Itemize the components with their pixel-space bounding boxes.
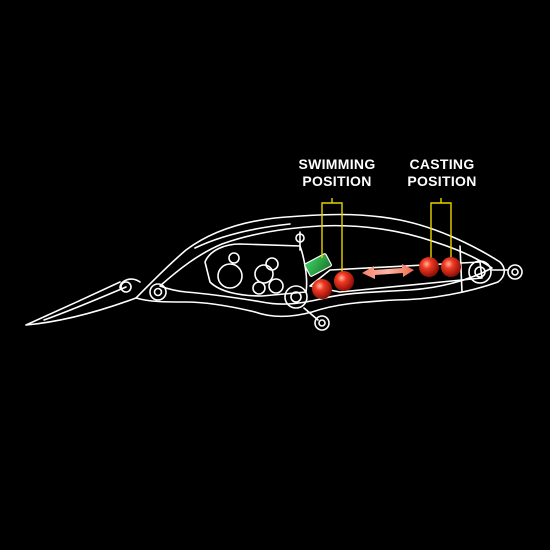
weight-track (309, 261, 483, 293)
diving-lip (25, 281, 137, 326)
weight-ball-cast-1 (419, 257, 439, 277)
swimming-label-line2: POSITION (302, 173, 372, 189)
swimming-label-line1: SWIMMING (298, 156, 376, 172)
weight-transfer-arrow-icon (362, 264, 414, 279)
casting-label-line2: POSITION (407, 173, 477, 189)
weight-balls (312, 257, 461, 299)
rear-eye (468, 260, 492, 284)
casting-label-line1: CASTING (409, 156, 475, 172)
body-outer (135, 213, 506, 318)
lure-body-outline-icon (25, 213, 523, 331)
line-tie (149, 283, 167, 301)
magnet-icon (304, 253, 332, 277)
belly-hanger (284, 285, 308, 309)
weight-ball-cast-2 (441, 257, 461, 277)
internal-chamber (204, 243, 308, 297)
casting-position-bracket (430, 198, 452, 262)
weight-ball-swim-1 (312, 279, 332, 299)
weight-ball-swim-2 (334, 271, 354, 291)
casting-position-label: CASTING POSITION (396, 156, 488, 190)
swimming-position-label: SWIMMING POSITION (282, 156, 392, 190)
